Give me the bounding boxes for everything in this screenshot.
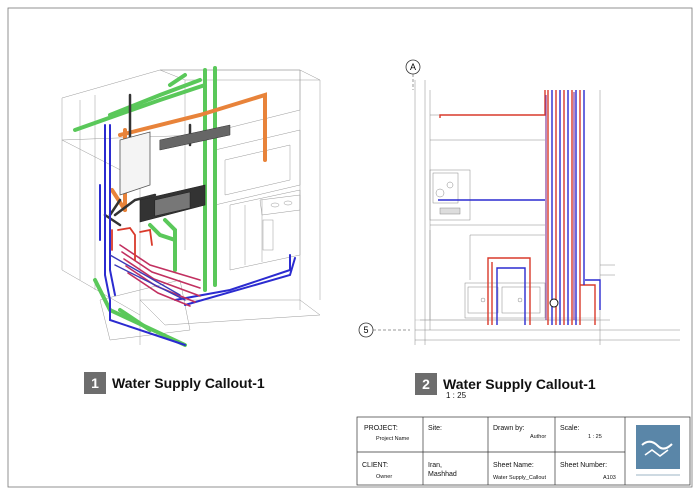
elevation-pipes [438, 90, 601, 325]
view-number-1: 1 [84, 372, 106, 394]
firm-logo [630, 420, 687, 482]
site-value-line1: Iran, [428, 462, 443, 469]
sheet-border [7, 7, 693, 488]
project-value: Project Name [376, 436, 410, 442]
view-name-2: Water Supply Callout-1 [443, 376, 596, 392]
view-title-1: 1 Water Supply Callout-1 [84, 372, 265, 394]
grid-bubble-5 [358, 322, 410, 338]
grid-label-5: 5 [363, 325, 368, 335]
title-block-frame [356, 416, 691, 486]
client-label: CLIENT: [362, 462, 389, 469]
view-name-1: Water Supply Callout-1 [112, 375, 265, 391]
view-scale-2: 1 : 25 [446, 391, 467, 400]
view-title-2: 2 Water Supply Callout-1 [415, 373, 596, 395]
elevation-view [414, 80, 680, 345]
scale-label: Scale: [560, 425, 580, 432]
site-label: Site: [428, 425, 443, 432]
project-label: PROJECT: [364, 425, 398, 432]
sheet-name-value: Water Supply_Callout [493, 475, 546, 481]
view-number-2: 2 [415, 373, 437, 395]
isometric-pipes [73, 66, 296, 347]
site-value-line2: Mashhad [428, 471, 457, 478]
drawn-by-label: Drawn by: [493, 425, 525, 432]
sheet-name-label: Sheet Name: [493, 462, 534, 469]
grid-label-a: A [410, 62, 416, 72]
sheet-number-value: A103 [603, 475, 616, 481]
drawn-by-value: Author [530, 434, 547, 440]
sheet-number-label: Sheet Number: [560, 462, 608, 469]
scale-value: 1 : 25 [588, 434, 602, 440]
client-value: Owner [376, 474, 393, 480]
grid-bubble-a [405, 59, 421, 90]
